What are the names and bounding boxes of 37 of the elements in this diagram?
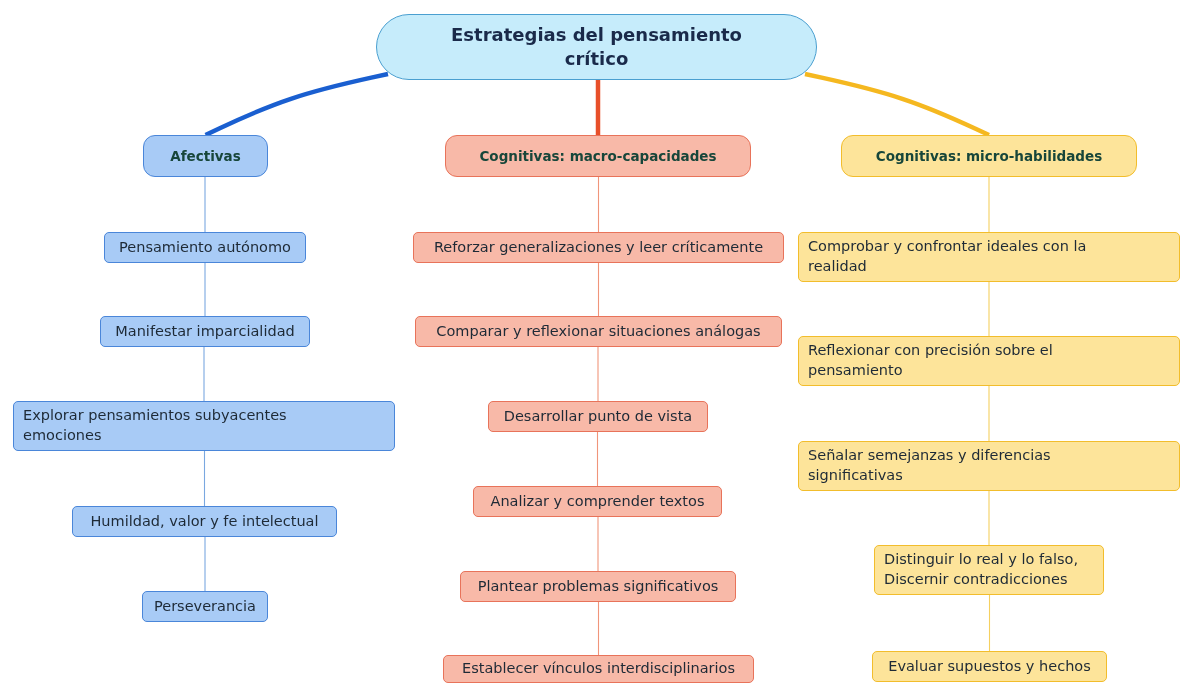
strategy-box: Establecer vínculos interdisciplinarios [443,655,754,683]
strategy-box: Desarrollar punto de vista [488,401,708,432]
strategy-box: Humildad, valor y fe intelectual [72,506,337,537]
strategy-box: Analizar y comprender textos [473,486,722,517]
strategy-box: Plantear problemas significativos [460,571,736,602]
strategy-box: Comprobar y confrontar ideales con la realidad [798,232,1180,282]
category-box: Cognitivas: macro-capacidades [445,135,751,177]
connector-line [597,346,599,402]
connector-line [988,385,990,442]
connector-line [203,450,206,507]
connector-line [596,431,599,487]
connector-line [597,601,600,656]
connector-line [204,262,206,317]
connector-line [204,536,206,592]
connector-line [988,490,990,546]
title-box: Estrategias del pensamiento crítico [376,14,817,80]
strategy-box: Señalar semejanzas y diferencias significativas [798,441,1180,491]
category-box: Afectivas [143,135,268,177]
connector-line [988,594,991,652]
strategy-box: Comparar y reflexionar situaciones análogas [415,316,782,347]
connector-line [597,176,600,233]
strategy-box: Distinguir lo real y lo falso, Discernir contradicciones [874,545,1104,595]
strategy-box: Evaluar supuestos y hechos [872,651,1107,682]
connector-line [988,176,990,233]
strategy-box: Manifestar imparcialidad [100,316,310,347]
strategy-box: Reforzar generalizaciones y leer críticamente [413,232,784,263]
connector-line [988,281,990,337]
strategy-box: Perseverancia [142,591,268,622]
strategy-box: Explorar pensamientos subyacentes emociones [13,401,395,451]
connector-line [203,346,205,402]
strategy-box: Reflexionar con precisión sobre el pensamiento [798,336,1180,386]
connector-line [595,80,601,135]
strategy-box: Pensamiento autónomo [104,232,306,263]
connector-line [597,262,600,317]
connector-line [204,176,206,233]
category-box: Cognitivas: micro-habilidades [841,135,1137,177]
connector-line [597,516,599,572]
